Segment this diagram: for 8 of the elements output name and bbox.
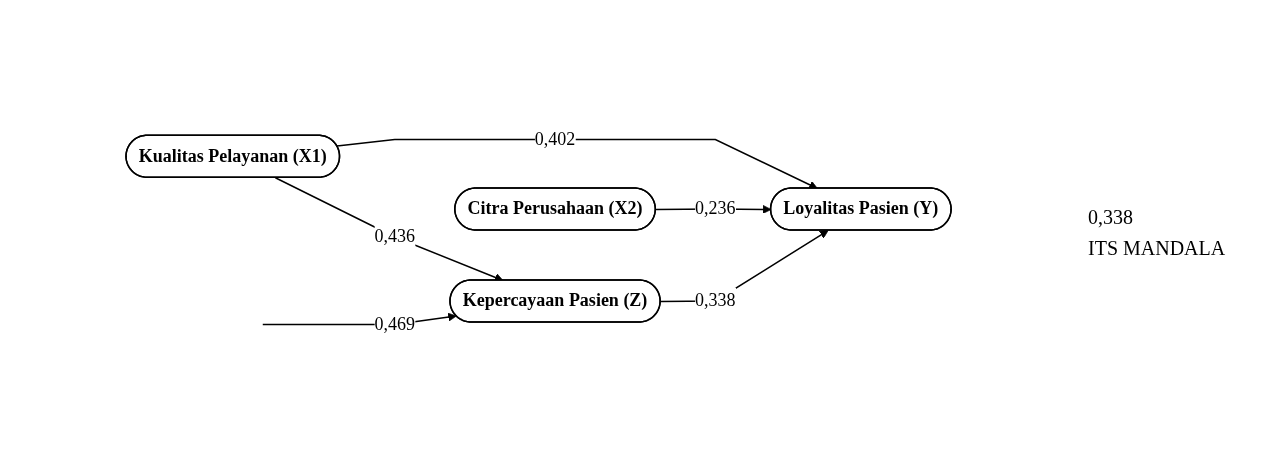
edge-label: 0,236 bbox=[695, 198, 737, 219]
edge-label: 0,469 bbox=[374, 314, 416, 335]
arrow bbox=[275, 177, 504, 282]
edge-label: 0,436 bbox=[374, 226, 416, 247]
edge-label: 0,402 bbox=[535, 129, 576, 150]
edge-label: 0,338 bbox=[695, 290, 737, 311]
note-label: 0,338 bbox=[1088, 206, 1134, 229]
note-label: ITS MANDALA bbox=[1088, 237, 1227, 260]
